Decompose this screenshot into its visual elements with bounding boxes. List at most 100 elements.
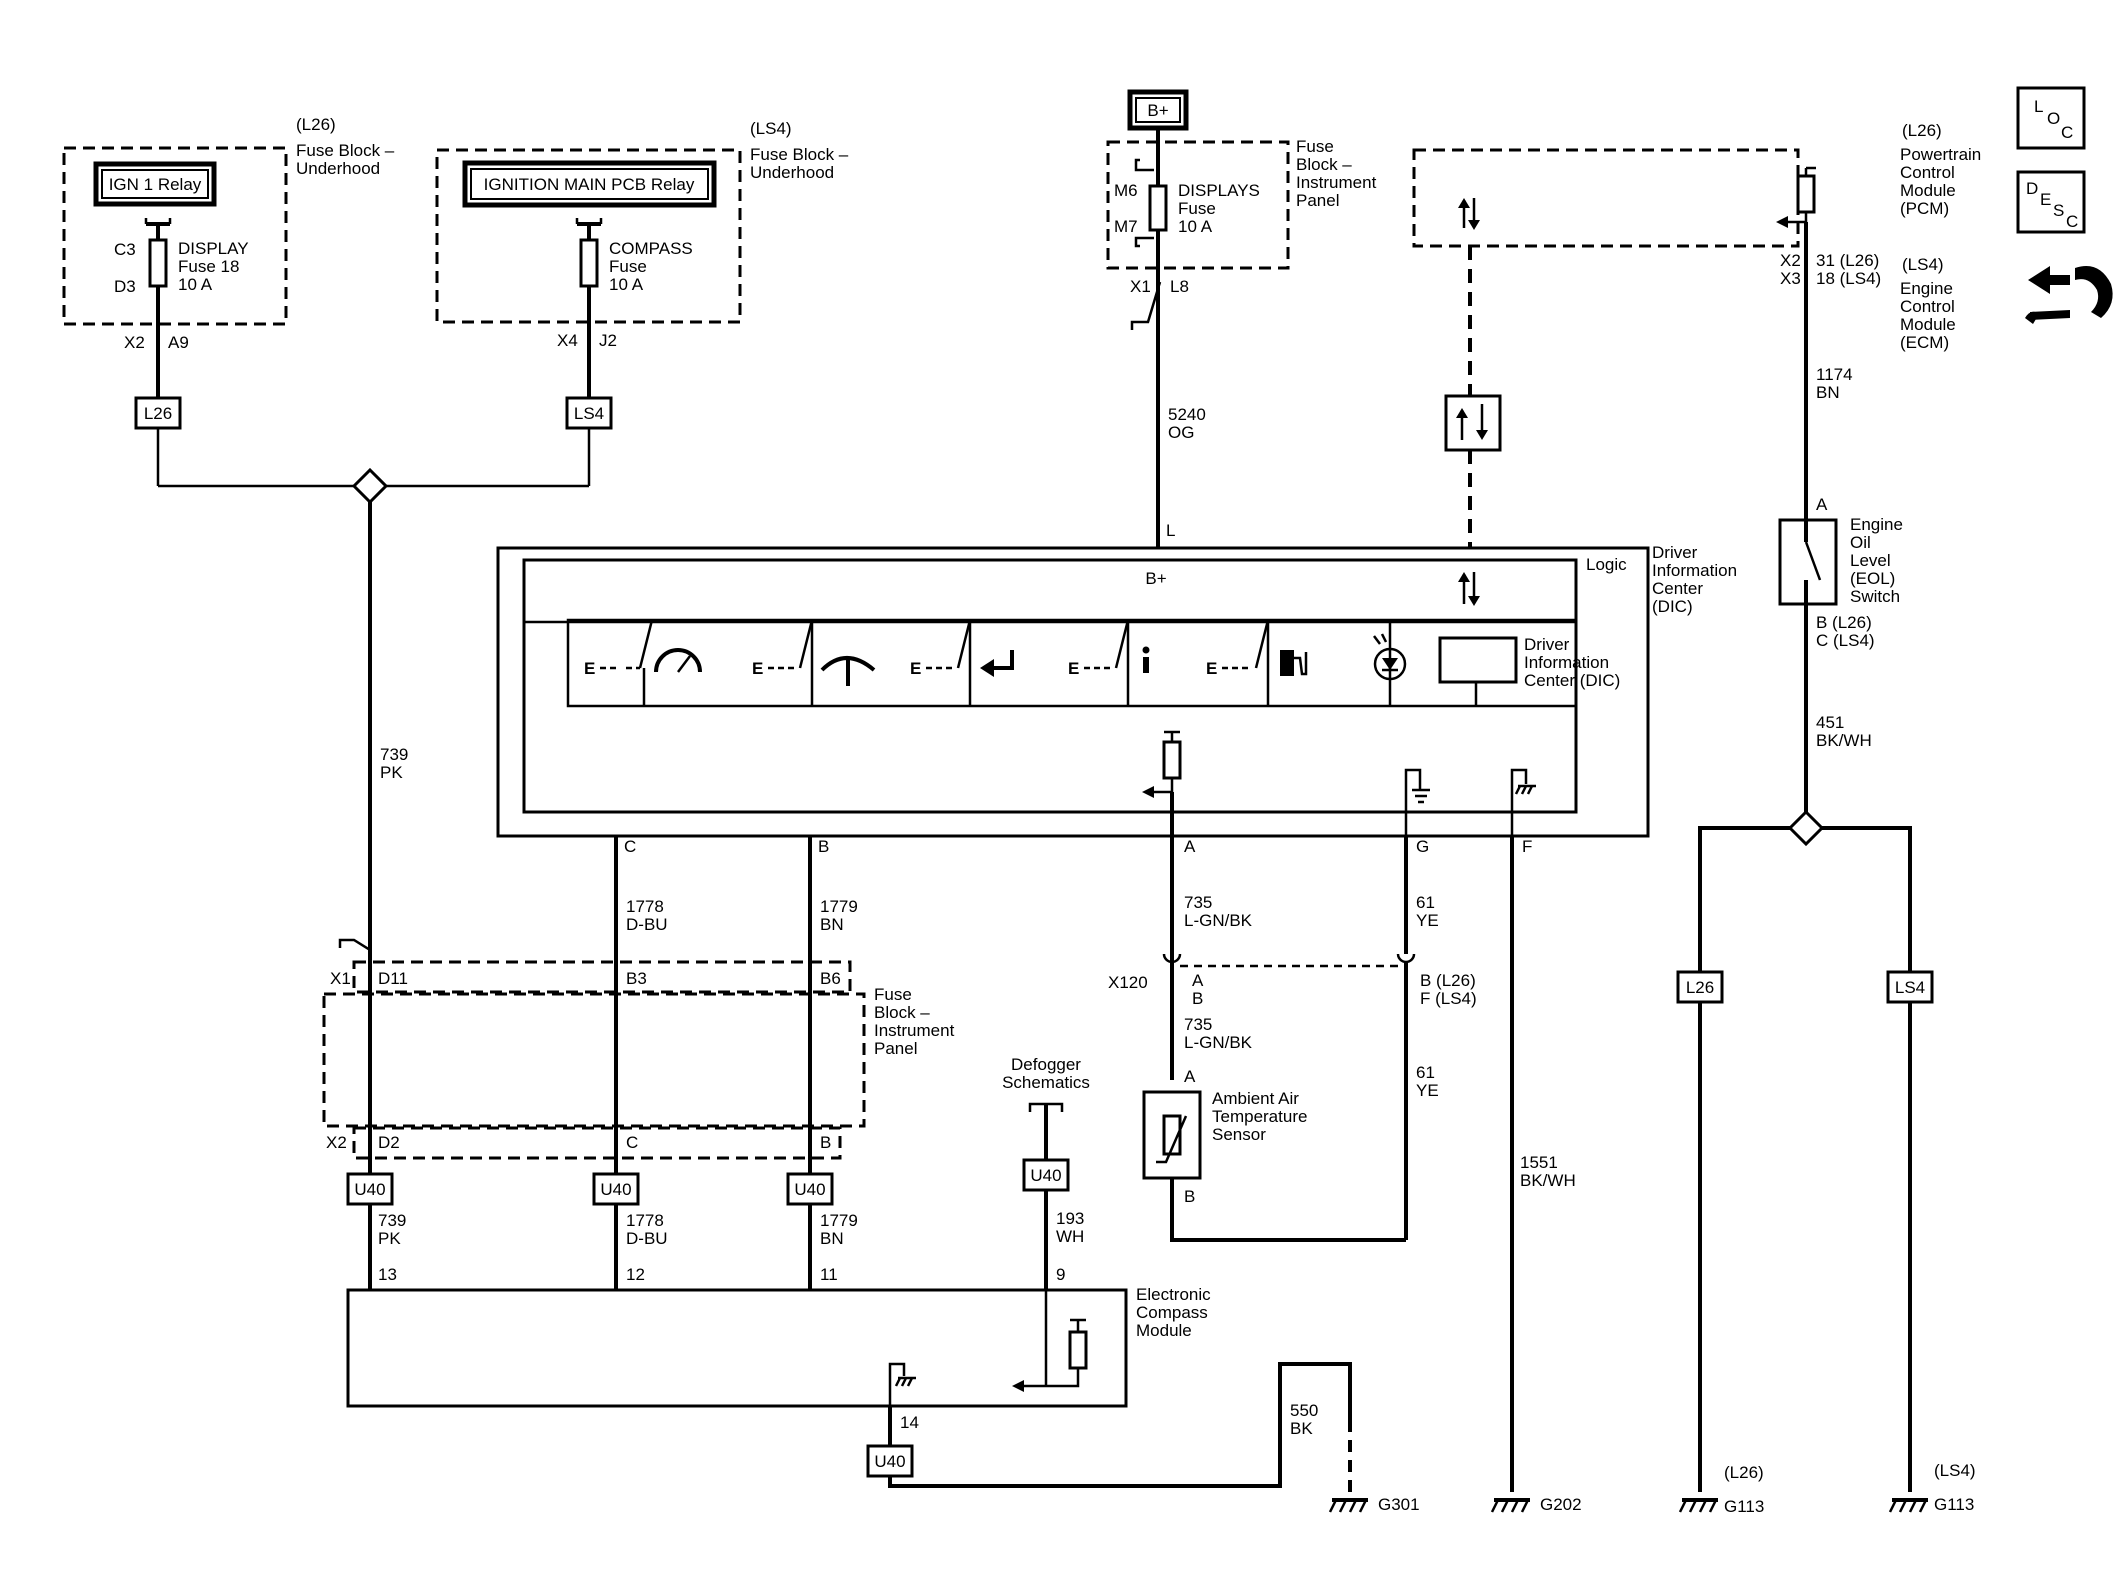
dic-switch-fuel[interactable]: E — [1206, 619, 1270, 678]
chassis-ground-icon-dic — [1510, 768, 1536, 836]
description-icon[interactable]: D E S C — [2016, 170, 2086, 234]
svg-text:BK: BK — [1290, 1419, 1313, 1438]
svg-text:C (LS4): C (LS4) — [1816, 631, 1875, 650]
svg-text:L-GN/BK: L-GN/BK — [1184, 911, 1253, 930]
svg-text:C: C — [624, 837, 636, 856]
svg-text:L-GN/BK: L-GN/BK — [1184, 1033, 1253, 1052]
svg-text:(L26): (L26) — [1724, 1463, 1764, 1482]
fuse-block-underhood-l26: (L26) Fuse Block – Underhood IGN 1 Relay… — [62, 115, 395, 352]
svg-text:(ECM): (ECM) — [1900, 333, 1949, 352]
svg-text:Level: Level — [1850, 551, 1891, 570]
svg-text:G113: G113 — [1934, 1495, 1974, 1514]
svg-text:Fuse: Fuse — [609, 257, 647, 276]
fuse-block-instrument-panel-bottom — [322, 992, 866, 1128]
svg-text:A9: A9 — [168, 333, 189, 352]
svg-text:IGNITION MAIN PCB Relay: IGNITION MAIN PCB Relay — [484, 175, 695, 194]
svg-text:IGN 1 Relay: IGN 1 Relay — [109, 175, 202, 194]
svg-text:18 (LS4): 18 (LS4) — [1816, 269, 1881, 288]
bidirectional-arrows-icon — [1458, 198, 1480, 230]
svg-text:Oil: Oil — [1850, 533, 1871, 552]
svg-text:J2: J2 — [599, 331, 617, 350]
ground-g113-l26: (L26) G113 — [1678, 1463, 1764, 1516]
svg-text:1779: 1779 — [820, 1211, 858, 1230]
option-badge-u40-739: U40 — [346, 1172, 394, 1206]
svg-text:(LS4): (LS4) — [750, 119, 792, 138]
svg-text:1778: 1778 — [626, 897, 664, 916]
location-icon[interactable]: L O C — [2016, 86, 2086, 150]
svg-text:D-BU: D-BU — [626, 915, 668, 934]
svg-text:E: E — [910, 659, 921, 678]
svg-text:X2: X2 — [1780, 251, 1801, 270]
connector-service-icon[interactable] — [2025, 266, 2113, 324]
dic-switch-enter[interactable]: E — [910, 619, 972, 678]
svg-text:G113: G113 — [1724, 1497, 1764, 1516]
svg-text:LS4: LS4 — [1895, 978, 1925, 997]
svg-text:13: 13 — [378, 1265, 397, 1284]
serial-data-icon — [1444, 394, 1502, 452]
svg-text:X1: X1 — [330, 969, 351, 988]
compass-pullup-resistor — [1068, 1330, 1088, 1370]
svg-text:DISPLAYS: DISPLAYS — [1178, 181, 1260, 200]
svg-text:Engine: Engine — [1850, 515, 1903, 534]
svg-text:L8: L8 — [1170, 277, 1189, 296]
fuel-pump-icon — [1280, 650, 1308, 676]
option-badge-l26-top: L26 — [134, 396, 182, 430]
svg-text:Fuse Block –: Fuse Block – — [750, 145, 849, 164]
svg-text:Fuse 18: Fuse 18 — [178, 257, 239, 276]
svg-text:Compass: Compass — [1136, 1303, 1208, 1322]
option-badge-u40-1778: U40 — [592, 1172, 640, 1206]
svg-text:31 (L26): 31 (L26) — [1816, 251, 1879, 270]
compass-fuse — [579, 238, 599, 288]
dic-switch-info[interactable]: E — [1068, 619, 1130, 678]
svg-text:COMPASS: COMPASS — [609, 239, 693, 258]
dic-display: Driver Information Center (DIC) — [1438, 635, 1620, 706]
svg-text:L: L — [1166, 521, 1175, 540]
svg-text:(L26): (L26) — [296, 115, 336, 134]
displays-fuse — [1148, 184, 1168, 232]
svg-text:Powertrain: Powertrain — [1900, 145, 1981, 164]
svg-text:B (L26): B (L26) — [1420, 971, 1476, 990]
ambient-air-temperature-sensor — [1142, 1090, 1202, 1180]
svg-text:(PCM): (PCM) — [1900, 199, 1949, 218]
svg-text:Sensor: Sensor — [1212, 1125, 1266, 1144]
svg-text:Ambient Air: Ambient Air — [1212, 1089, 1299, 1108]
svg-text:10 A: 10 A — [1178, 217, 1213, 236]
svg-text:A: A — [1816, 495, 1828, 514]
svg-text:E: E — [1068, 659, 1079, 678]
svg-text:G301: G301 — [1378, 1495, 1420, 1514]
option-badge-u40-1779: U40 — [786, 1172, 834, 1206]
dic-switch-wiper[interactable]: E — [752, 619, 814, 678]
svg-text:B: B — [1192, 989, 1203, 1008]
dic-switch-gauge[interactable]: E — [584, 619, 654, 706]
svg-text:E: E — [1206, 659, 1217, 678]
svg-text:B: B — [1184, 1187, 1195, 1206]
svg-text:YE: YE — [1416, 1081, 1439, 1100]
svg-text:C: C — [2061, 123, 2073, 142]
option-badge-ls4-top: LS4 — [565, 396, 613, 430]
svg-text:X1: X1 — [1130, 277, 1151, 296]
svg-text:Engine: Engine — [1900, 279, 1953, 298]
svg-text:X2: X2 — [124, 333, 145, 352]
svg-text:M6: M6 — [1114, 181, 1138, 200]
svg-text:Panel: Panel — [1296, 191, 1339, 210]
pullup-resistor — [1162, 740, 1182, 780]
ground-g301: G301 — [1328, 1495, 1420, 1514]
svg-text:BK/WH: BK/WH — [1816, 731, 1872, 750]
svg-text:X120: X120 — [1108, 973, 1148, 992]
svg-text:1174: 1174 — [1816, 365, 1853, 384]
svg-text:Information: Information — [1652, 561, 1737, 580]
svg-text:LS4: LS4 — [574, 404, 604, 423]
chassis-ground-icon-compass — [888, 1362, 916, 1406]
svg-text:F: F — [1522, 837, 1532, 856]
svg-text:C: C — [626, 1133, 638, 1152]
svg-text:A: A — [1192, 971, 1204, 990]
svg-text:A: A — [1184, 1067, 1196, 1086]
option-badge-ls4-right: LS4 — [1886, 970, 1934, 1004]
svg-text:Switch: Switch — [1850, 587, 1900, 606]
svg-text:Module: Module — [1900, 181, 1956, 200]
svg-text:C3: C3 — [114, 240, 136, 259]
svg-text:B: B — [820, 1133, 831, 1152]
svg-text:Block –: Block – — [1296, 155, 1352, 174]
svg-text:D3: D3 — [114, 277, 136, 296]
